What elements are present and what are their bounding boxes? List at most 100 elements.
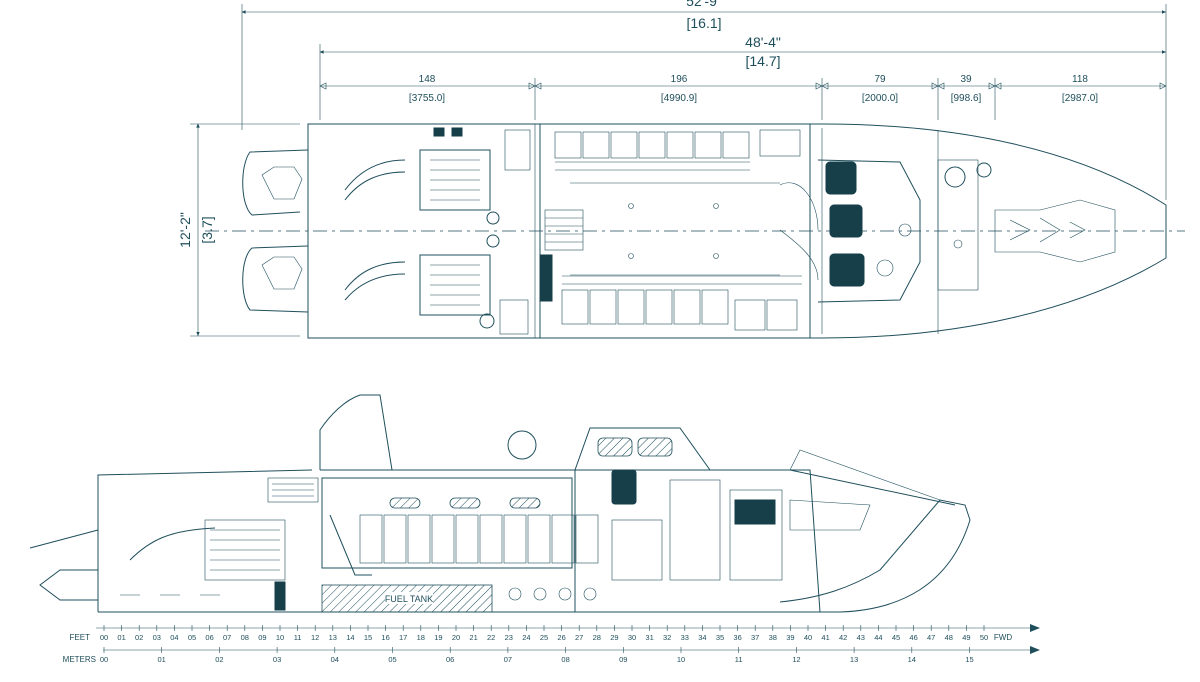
meters-tick-label: 08 — [561, 655, 569, 664]
feet-tick-label: 48 — [945, 633, 953, 642]
dimension-overall-length: 52'-9" [16.1] — [241, 0, 1167, 200]
feet-tick-label: 02 — [135, 633, 143, 642]
meters-tick-label: 13 — [850, 655, 858, 664]
meters-tick-label: 07 — [504, 655, 512, 664]
profile-seat-row — [359, 514, 599, 564]
feet-tick-label: 09 — [258, 633, 266, 642]
profile-engine — [129, 519, 286, 581]
wheelhouse-window-2 — [637, 437, 673, 457]
feet-tick-label: 38 — [769, 633, 777, 642]
feet-tick-label: 21 — [469, 633, 477, 642]
meters-scale-label: METERS — [63, 655, 96, 664]
segment-5-metric: [2987.0] — [1062, 93, 1098, 104]
meters-tick-label: 05 — [388, 655, 396, 664]
feet-tick-label: 49 — [962, 633, 970, 642]
feet-tick-label: 01 — [117, 633, 125, 642]
feet-tick-label: 35 — [716, 633, 724, 642]
segment-2-metric: [4990.9] — [661, 93, 697, 104]
meters-tick-label: 00 — [100, 655, 108, 664]
helm-seat-starboard — [829, 253, 865, 287]
feet-tick-label: 31 — [645, 633, 653, 642]
feet-scale-label: FEET — [70, 633, 91, 642]
feet-tick-label: 32 — [663, 633, 671, 642]
beam-imperial: 12'-2" — [177, 212, 193, 248]
feet-tick-label: 03 — [153, 633, 161, 642]
overall-length-metric: [16.1] — [686, 15, 721, 31]
meters-tick-label: 06 — [446, 655, 454, 664]
feet-tick-label: 25 — [540, 633, 548, 642]
dimension-beam: 12'-2" [3.7] — [177, 123, 300, 337]
hull-length-imperial: 48'-4" — [745, 34, 781, 50]
feet-tick-label: 11 — [294, 633, 302, 642]
meters-tick-label: 11 — [735, 655, 743, 664]
meters-tick-label: 04 — [331, 655, 339, 664]
feet-tick-label: 00 — [100, 633, 108, 642]
feet-tick-label: 19 — [434, 633, 442, 642]
port-outboard-mount — [242, 149, 309, 216]
feet-tick-label: 29 — [610, 633, 618, 642]
beam-metric: [3.7] — [199, 216, 215, 243]
meters-tick-label: 01 — [158, 655, 166, 664]
feet-tick-label: 40 — [804, 633, 812, 642]
plan-view — [205, 123, 1185, 339]
feet-tick-label: 45 — [892, 633, 900, 642]
plan-hull-outline — [307, 123, 1167, 339]
feet-tick-label: 08 — [241, 633, 249, 642]
feet-tick-label: 41 — [821, 633, 829, 642]
fwd-label: FWD — [994, 633, 1012, 642]
feet-tick-label: 47 — [927, 633, 935, 642]
segment-2-imperial: 196 — [671, 74, 688, 85]
feet-tick-label: 17 — [399, 633, 407, 642]
fuel-tank — [321, 584, 493, 613]
profile-superstructure — [319, 394, 956, 506]
segment-1-imperial: 148 — [419, 74, 436, 85]
meters-tick-label: 10 — [677, 655, 685, 664]
feet-tick-label: 22 — [487, 633, 495, 642]
passenger-cabin — [539, 123, 811, 339]
starboard-seat-row — [561, 275, 802, 331]
plan-stairs — [544, 209, 584, 251]
meters-tick-label: 02 — [215, 655, 223, 664]
segment-1-metric: [3755.0] — [409, 93, 445, 104]
feet-tick-label: 42 — [839, 633, 847, 642]
engine-room-bulkhead — [307, 123, 536, 339]
dimension-segments: 148 [3755.0] 196 [4990.9] 79 [2000.0] 39… — [319, 74, 1167, 120]
feet-tick-label: 24 — [522, 633, 530, 642]
port-seat-row — [554, 129, 801, 171]
feet-tick-label: 46 — [909, 633, 917, 642]
feet-tick-label: 34 — [698, 633, 706, 642]
feet-tick-label: 16 — [381, 633, 389, 642]
dimension-hull-length: 48'-4" [14.7] — [319, 34, 1166, 120]
profile-outboard-drive — [39, 569, 98, 601]
feet-tick-label: 39 — [786, 633, 794, 642]
feet-tick-label: 06 — [205, 633, 213, 642]
fuel-tank-label: FUEL TANK — [385, 594, 433, 604]
helm-seat-center — [829, 204, 863, 238]
feet-tick-label: 33 — [681, 633, 689, 642]
segment-3-metric: [2000.0] — [862, 93, 898, 104]
segment-5-imperial: 118 — [1072, 74, 1088, 85]
segment-3-imperial: 79 — [874, 74, 886, 85]
feet-tick-label: 30 — [628, 633, 636, 642]
feet-tick-label: 13 — [329, 633, 337, 642]
feet-tick-label: 18 — [417, 633, 425, 642]
feet-tick-label: 14 — [346, 633, 354, 642]
meters-tick-label: 12 — [792, 655, 800, 664]
profile-hull-outline — [98, 499, 971, 613]
feet-tick-label: 28 — [593, 633, 601, 642]
feet-tick-label: 04 — [170, 633, 178, 642]
anchor-locker-hatch — [944, 166, 966, 188]
starboard-outboard-mount — [242, 245, 309, 313]
helm-seat-port — [825, 161, 857, 195]
feet-tick-label: 43 — [857, 633, 865, 642]
port-engine — [344, 149, 491, 211]
segment-4-imperial: 39 — [960, 74, 972, 85]
feet-tick-label: 10 — [276, 633, 284, 642]
feet-tick-label: 44 — [874, 633, 882, 642]
feet-tick-label: 20 — [452, 633, 460, 642]
feet-tick-label: 36 — [733, 633, 741, 642]
meters-tick-label: 15 — [965, 655, 973, 664]
